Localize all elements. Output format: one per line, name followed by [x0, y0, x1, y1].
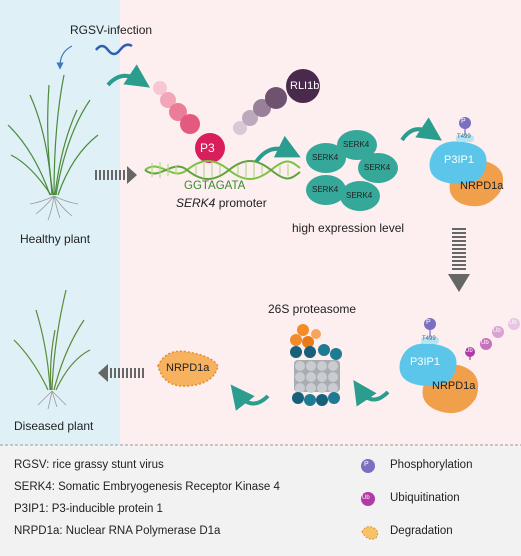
- legend-def-rgsv: RGSV: rice grassy stunt virus: [14, 459, 164, 471]
- nrpd1a-label-top: NRPD1a: [460, 180, 504, 192]
- striped-arrow-left: [98, 364, 144, 382]
- phospho-badge-top: [459, 117, 471, 129]
- ub-chain-icon: [465, 318, 520, 360]
- p3-label: P3: [200, 141, 215, 155]
- legend-def-p3ip1: P3IP1: P3-inducible protein 1: [14, 503, 163, 515]
- infection-arrow: [56, 45, 73, 70]
- legend-ub-badge: Ub: [362, 495, 370, 501]
- diseased-plant-label: Diseased plant: [14, 419, 94, 433]
- ubiquitination-icon: [361, 492, 375, 506]
- t499-label-bottom: T499: [422, 336, 436, 342]
- phosphorylation-icon: [361, 459, 375, 473]
- curved-arrow-promoter: [254, 135, 301, 164]
- ub-label-3: Ub: [493, 328, 501, 334]
- serk4-label-5: SERK4: [346, 191, 373, 200]
- t499-tag-top: [456, 135, 474, 142]
- nrpd1a-label-bottom: NRPD1a: [432, 380, 476, 392]
- motif-label: GGTAGATA: [184, 180, 246, 192]
- high-expression-label: high expression level: [292, 221, 405, 235]
- striped-arrow-down: [448, 228, 470, 292]
- p3-protein: [195, 133, 225, 163]
- ub-label-1: Ub: [465, 348, 473, 354]
- serk4-label-3: SERK4: [364, 163, 391, 172]
- serk4-label-4: SERK4: [312, 185, 339, 194]
- promoter-gene: SERK4: [176, 196, 216, 210]
- healthy-plant-icon: [7, 74, 99, 196]
- legend-def-nrpd1a: NRPD1a: Nuclear RNA Polymerase D1a: [14, 525, 221, 537]
- phospho-badge-bottom: [424, 318, 436, 330]
- dna-helix-icon: [144, 160, 301, 180]
- t499-label-top: T499: [457, 134, 471, 140]
- striped-arrow-right: [95, 166, 137, 184]
- serk4-cluster: [306, 130, 398, 211]
- diseased-plant-icon: [13, 289, 91, 391]
- p3ip1-protein-top: [429, 141, 487, 185]
- rli1b-label: RLI1b: [290, 80, 320, 92]
- proteasome-label: 26S proteasome: [268, 302, 357, 316]
- ub-label-4: Ub: [509, 320, 517, 326]
- legend-ubiquitination: Ubiquitination: [390, 492, 460, 504]
- p3ip1-label-bottom: P3IP1: [410, 356, 440, 368]
- p3ip1-label-top: P3IP1: [444, 154, 474, 166]
- p-badge-top-label: P: [461, 118, 466, 125]
- degradation-icon: [361, 526, 379, 540]
- degraded-nrpd1a-icon: [157, 350, 219, 387]
- ub-label-2: Ub: [481, 340, 489, 346]
- t499-tag-bottom: [421, 337, 439, 344]
- diseased-roots-icon: [37, 390, 67, 410]
- p3ip1-protein-bottom: [399, 343, 457, 387]
- serk4-label-1: SERK4: [312, 153, 339, 162]
- legend-degradation: Degradation: [390, 525, 453, 537]
- legend-panel: [0, 445, 521, 556]
- curved-arrow-degradation: [230, 384, 270, 411]
- legend-def-serk4: SERK4: Somatic Embryogenesis Receptor Ki…: [14, 481, 280, 493]
- virus-icon: [95, 43, 133, 56]
- curved-arrow-proteasome: [353, 380, 390, 407]
- promoter-suffix: promoter: [215, 196, 267, 210]
- healthy-plant-label: Healthy plant: [20, 232, 91, 246]
- proteasome-icon: [290, 324, 342, 406]
- nrpd1a-degraded-label: NRPD1a: [166, 362, 210, 374]
- curved-arrow-infection: [106, 64, 150, 88]
- promoter-label: SERK4 promoter: [176, 196, 267, 210]
- legend-p-badge: P: [364, 461, 369, 468]
- curved-arrow-serk4: [400, 117, 442, 142]
- serk4-label-2: SERK4: [343, 140, 370, 149]
- legend-phosphorylation: Phosphorylation: [390, 459, 473, 471]
- infection-label: RGSV-infection: [70, 23, 153, 37]
- healthy-panel: [0, 0, 120, 445]
- bead-chain-icon: [153, 81, 287, 135]
- p-badge-bottom-label: P: [426, 319, 431, 326]
- healthy-roots-icon: [29, 195, 79, 221]
- rli1b-protein: [286, 69, 320, 103]
